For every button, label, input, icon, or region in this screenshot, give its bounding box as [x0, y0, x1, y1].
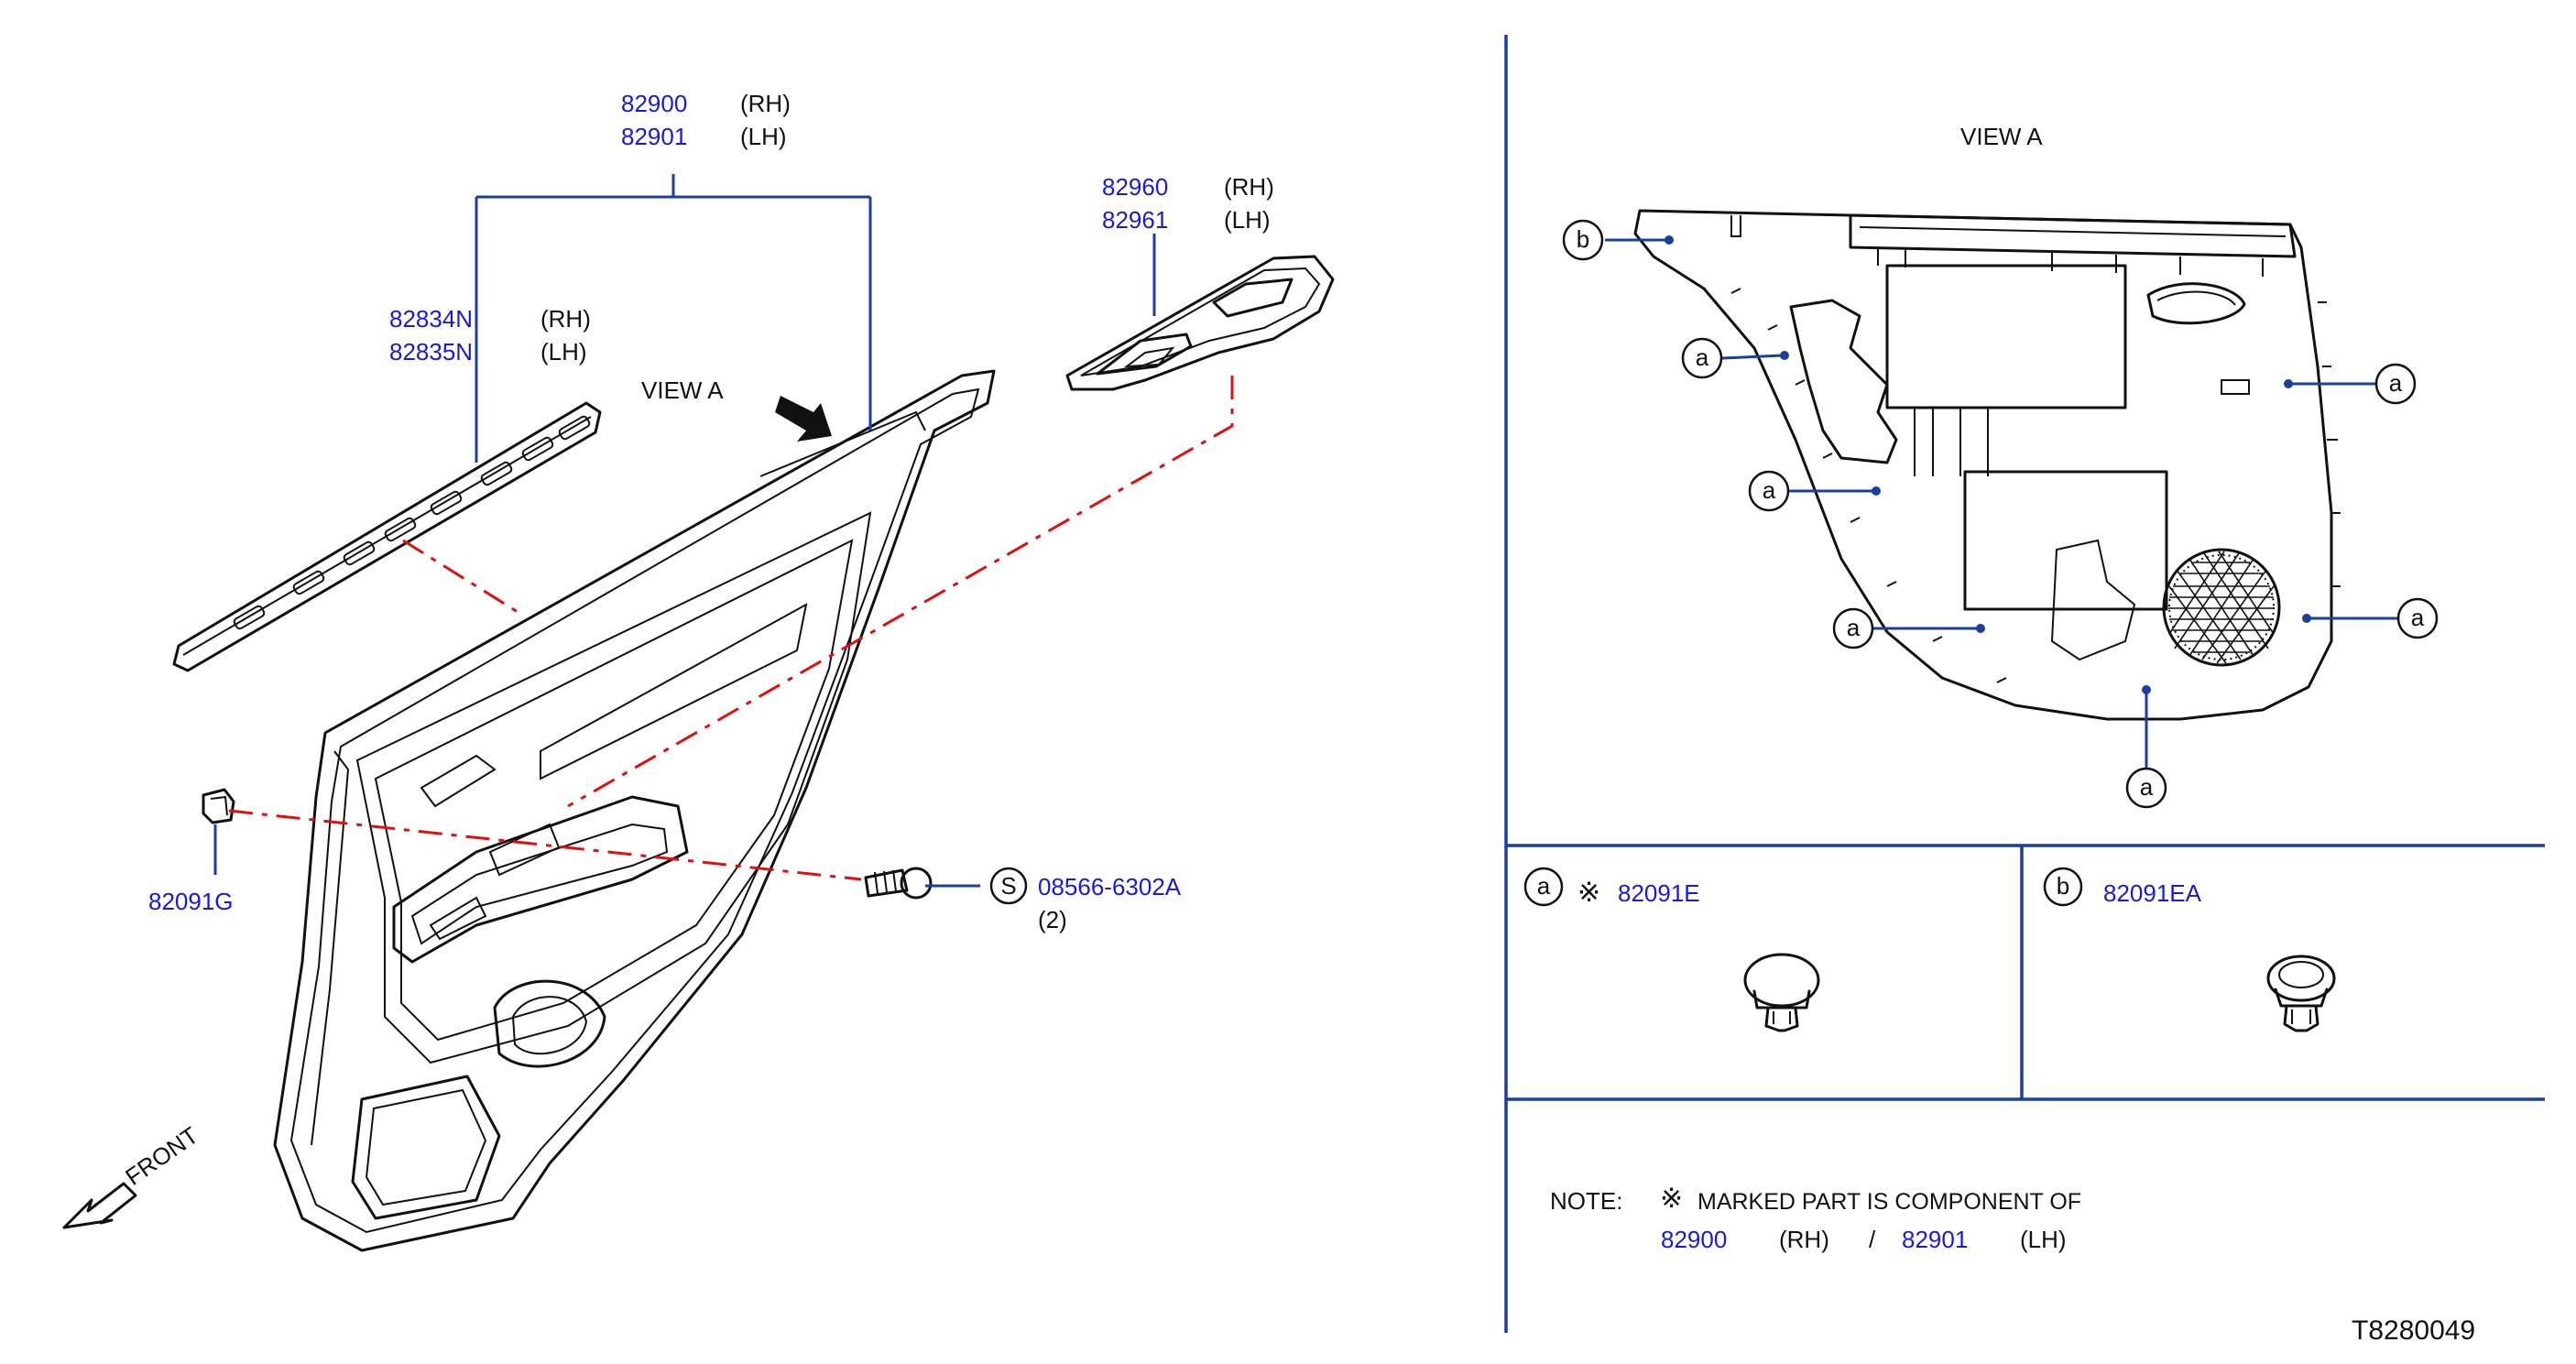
svg-text:a: a [2140, 773, 2154, 801]
weatherstrip-lh-number[interactable]: 82835N [389, 338, 473, 366]
weatherstrip-rh-side: (RH) [540, 305, 591, 333]
view-a-back-side: VIEW A [1562, 123, 2439, 809]
note-text: MARKED PART IS COMPONENT OF [1697, 1189, 2081, 1215]
weatherstrip-lh-side: (LH) [540, 338, 587, 366]
callout-a[interactable]: a [2374, 363, 2417, 405]
finisher-lh-side: (LH) [1224, 206, 1271, 234]
svg-text:b: b [1577, 225, 1589, 253]
callout-leaders [1605, 235, 2398, 768]
legend-b-marker-circle [2043, 867, 2083, 907]
note-mark: ※ [1660, 1184, 1683, 1214]
clip-number[interactable]: 82091G [148, 888, 234, 915]
screw-number[interactable]: 08566-6302A [1038, 873, 1182, 900]
legend-a-marker: a [1537, 872, 1551, 900]
left-labels: 82900 (RH) 82901 (LH) 82960 (RH) 82961 (… [148, 90, 1274, 933]
trim-rh-side: (RH) [740, 90, 791, 117]
screw-marker: S [1000, 872, 1016, 900]
relation-lines [228, 376, 1234, 881]
view-label-right: VIEW A [1960, 123, 2043, 150]
note-side-1: (RH) [1779, 1226, 1829, 1253]
view-a-arrow-icon [775, 396, 832, 442]
leader-lines [213, 174, 1156, 888]
clip-82091g[interactable] [202, 788, 235, 824]
svg-text:a: a [1763, 476, 1776, 504]
note-separator: / [1869, 1226, 1876, 1253]
legend-b: b 82091EA [2043, 867, 2336, 1032]
svg-text:a: a [2411, 604, 2425, 631]
callout-a[interactable]: a [1832, 607, 1874, 649]
svg-text:a: a [1847, 614, 1861, 641]
front-label: FRONT [120, 1121, 203, 1191]
diagram-id: T8280049 [2352, 1315, 2475, 1346]
weatherstrip-rh-number[interactable]: 82834N [389, 305, 473, 333]
armrest-finisher[interactable] [1065, 255, 1335, 391]
svg-text:a: a [1696, 344, 1709, 371]
finisher-lh-number[interactable]: 82961 [1102, 206, 1168, 234]
legend-b-marker: b [2057, 872, 2069, 900]
finisher-rh-number[interactable]: 82960 [1102, 173, 1168, 201]
legend-a-marker-circle [1523, 867, 1564, 907]
legend-a-mark: ※ [1577, 878, 1600, 908]
speaker-grille [2168, 551, 2275, 664]
trim-lh-number[interactable]: 82901 [621, 123, 687, 150]
legend-a-number[interactable]: 82091E [1618, 879, 1700, 907]
door-trim-back [1633, 209, 2341, 721]
callout-a[interactable]: a [2396, 597, 2439, 639]
callout-b[interactable]: b [1562, 219, 1604, 261]
finisher-rh-side: (RH) [1224, 173, 1274, 201]
view-label-left: VIEW A [641, 376, 724, 404]
screw-qty: (2) [1038, 906, 1067, 933]
note-prefix: NOTE: [1550, 1187, 1622, 1215]
trim-rh-number[interactable]: 82900 [621, 90, 687, 117]
front-arrow-icon [62, 1182, 137, 1229]
exploded-view: VIEW A [62, 90, 1335, 1252]
legend-b-number[interactable]: 82091EA [2103, 879, 2202, 907]
svg-text:a: a [2389, 369, 2403, 397]
note-side-2: (LH) [2020, 1226, 2067, 1253]
note: NOTE: ※ MARKED PART IS COMPONENT OF 8290… [1550, 1184, 2081, 1253]
panel-frame [1504, 35, 2545, 1333]
weatherstrip[interactable] [172, 401, 602, 672]
callout-a[interactable]: a [1748, 470, 1790, 512]
legend-a: a ※ 82091E [1523, 867, 1820, 1032]
clip-a-icon [1743, 953, 1820, 1032]
screw-marker-circle [989, 867, 1028, 905]
trim-lh-side: (LH) [740, 123, 787, 150]
callout-a[interactable]: a [2125, 767, 2167, 809]
callout-a[interactable]: a [1681, 337, 1723, 379]
clip-b-icon [2266, 955, 2336, 1032]
note-number-1[interactable]: 82900 [1661, 1226, 1727, 1253]
note-number-2[interactable]: 82901 [1902, 1226, 1968, 1253]
screw[interactable] [864, 867, 933, 900]
door-trim-panel[interactable] [273, 369, 996, 1252]
